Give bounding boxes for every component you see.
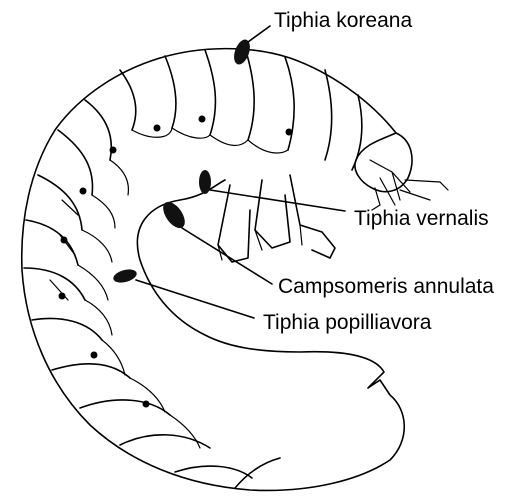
leader-line-campsomeris (182, 228, 272, 284)
egg-site-campsomeris-annulata (159, 198, 189, 232)
leader-line-vernalis (210, 190, 345, 211)
egg-site-tiphia-popilliavora (112, 267, 138, 285)
spiracle (199, 116, 206, 123)
segment-lines (24, 48, 362, 488)
spiracle (154, 125, 161, 132)
legs (218, 175, 335, 262)
egg-site-tiphia-vernalis (199, 170, 211, 194)
label-campsomeris-annulata: Campsomeris annulata (278, 276, 494, 297)
leader-line-koreana (248, 26, 270, 42)
label-tiphia-koreana: Tiphia koreana (274, 10, 412, 31)
spiracle (61, 237, 68, 244)
label-tiphia-vernalis: Tiphia vernalis (354, 208, 489, 229)
spiracle (143, 401, 150, 408)
spiracle (286, 129, 293, 136)
spiracle (110, 147, 117, 154)
spiracle (80, 188, 87, 195)
spiracle (59, 293, 66, 300)
leader-line-popilliavora (136, 280, 254, 318)
grub-mouthparts (370, 160, 448, 210)
label-tiphia-popilliavora: Tiphia popilliavora (263, 312, 431, 333)
grub-body-outline (22, 49, 405, 491)
spiracle (91, 352, 98, 359)
grub-head (355, 133, 412, 192)
